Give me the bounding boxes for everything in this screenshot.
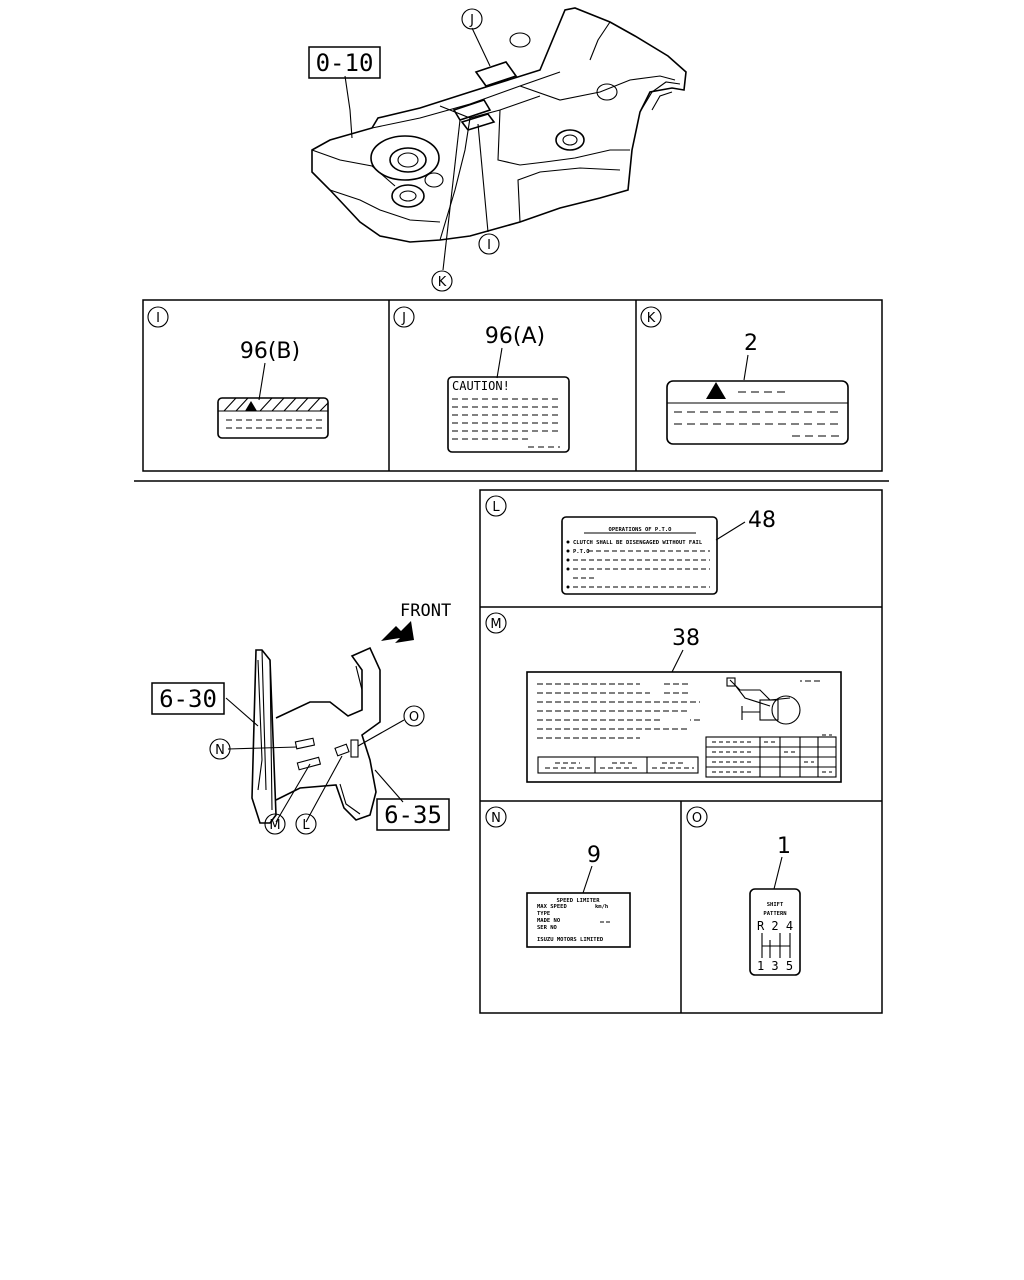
svg-text:R 2 4: R 2 4 bbox=[757, 919, 793, 933]
svg-text:OPERATIONS OF P.T.O: OPERATIONS OF P.T.O bbox=[609, 527, 673, 533]
label-9: SPEED LIMITER MAX SPEED km/h TYPE MADE N… bbox=[526, 892, 631, 948]
label-L-location bbox=[334, 743, 350, 757]
part-number-9: 9 bbox=[587, 843, 601, 868]
svg-text:CLUTCH SHALL BE DISENGAGED WIT: CLUTCH SHALL BE DISENGAGED WITHOUT FAIL bbox=[573, 540, 703, 546]
label-38 bbox=[526, 671, 842, 783]
label-96B bbox=[217, 397, 329, 439]
panel-O: O 1 SHIFT PATTERN R 2 4 1 3 5 bbox=[686, 806, 801, 976]
part-number-38: 38 bbox=[672, 626, 700, 651]
svg-text:SER NO: SER NO bbox=[537, 925, 558, 931]
label-96A: CAUTION! bbox=[447, 376, 570, 453]
label-M-location bbox=[296, 756, 322, 771]
part-number-1: 1 bbox=[777, 834, 791, 859]
svg-text:M: M bbox=[490, 617, 501, 632]
callout-K: K bbox=[431, 270, 453, 292]
label-2 bbox=[666, 380, 849, 445]
svg-text:P.T.O: P.T.O bbox=[573, 549, 590, 555]
svg-text:SHIFT: SHIFT bbox=[767, 902, 784, 908]
part-number-48: 48 bbox=[748, 508, 776, 533]
label-48: OPERATIONS OF P.T.O CLUTCH SHALL BE DISE… bbox=[561, 516, 718, 595]
label-K-location bbox=[452, 99, 492, 121]
svg-text:TYPE: TYPE bbox=[537, 911, 550, 917]
svg-text:MADE NO: MADE NO bbox=[537, 918, 561, 924]
svg-text:L: L bbox=[492, 500, 500, 515]
svg-text:CAUTION!: CAUTION! bbox=[452, 379, 510, 393]
svg-text:M: M bbox=[269, 818, 280, 833]
svg-text:J: J bbox=[401, 311, 406, 326]
svg-text:I: I bbox=[487, 238, 491, 253]
svg-text:L: L bbox=[302, 818, 310, 833]
label-J-location bbox=[474, 61, 518, 87]
callout-M: M bbox=[264, 813, 286, 835]
svg-text:PATTERN: PATTERN bbox=[763, 911, 786, 917]
svg-text:K: K bbox=[647, 311, 656, 326]
svg-text:I: I bbox=[156, 311, 160, 326]
panel-M: M 38 bbox=[485, 612, 842, 783]
part-number-2: 2 bbox=[744, 331, 758, 356]
svg-text:K: K bbox=[438, 275, 447, 290]
svg-text:6-35: 6-35 bbox=[384, 801, 442, 829]
svg-text:O: O bbox=[409, 710, 419, 725]
svg-text:6-30: 6-30 bbox=[159, 685, 217, 713]
svg-text:J: J bbox=[469, 13, 474, 28]
callout-L: L bbox=[295, 813, 317, 835]
panel-J: J 96(A) CAUTION! bbox=[393, 306, 570, 453]
label-1: SHIFT PATTERN R 2 4 1 3 5 bbox=[749, 888, 801, 976]
svg-text:ISUZU MOTORS LIMITED: ISUZU MOTORS LIMITED bbox=[537, 937, 604, 943]
side-assembly-drawing: FRONT bbox=[225, 601, 451, 824]
svg-text:N: N bbox=[215, 743, 225, 758]
part-number-96A: 96(A) bbox=[485, 324, 545, 349]
callout-J: J bbox=[461, 8, 483, 30]
svg-text:1 3 5: 1 3 5 bbox=[757, 959, 793, 973]
ref-box-6-35: 6-35 bbox=[376, 798, 450, 831]
svg-text:N: N bbox=[491, 811, 501, 826]
svg-text:km/h: km/h bbox=[595, 904, 608, 910]
svg-text:0-10: 0-10 bbox=[316, 49, 374, 77]
front-arrow-icon bbox=[381, 621, 414, 643]
front-label: FRONT bbox=[400, 601, 451, 621]
label-O-location bbox=[350, 739, 359, 758]
ref-box-0-10: 0-10 bbox=[308, 46, 381, 79]
top-detail-frame bbox=[142, 299, 883, 472]
warning-triangle-icon bbox=[706, 382, 726, 399]
label-N-location bbox=[294, 737, 316, 750]
callout-N: N bbox=[209, 738, 231, 760]
ref-box-6-30: 6-30 bbox=[151, 682, 225, 715]
panel-K: K 2 bbox=[640, 306, 849, 445]
label-I-location bbox=[460, 113, 496, 131]
callout-I: I bbox=[478, 233, 500, 255]
svg-text:MAX SPEED: MAX SPEED bbox=[537, 904, 567, 910]
svg-text:SPEED LIMITER: SPEED LIMITER bbox=[556, 898, 600, 904]
panel-N: N 9 SPEED LIMITER MAX SPEED km/h TYPE MA… bbox=[485, 806, 631, 948]
panel-I: I 96(B) bbox=[147, 306, 329, 439]
part-number-96B: 96(B) bbox=[240, 339, 300, 364]
top-assembly-drawing bbox=[311, 7, 687, 271]
svg-text:O: O bbox=[692, 811, 702, 826]
callout-O: O bbox=[403, 705, 425, 727]
panel-L: L 48 OPERATIONS OF P.T.O CLUTCH SHALL BE… bbox=[485, 495, 776, 595]
